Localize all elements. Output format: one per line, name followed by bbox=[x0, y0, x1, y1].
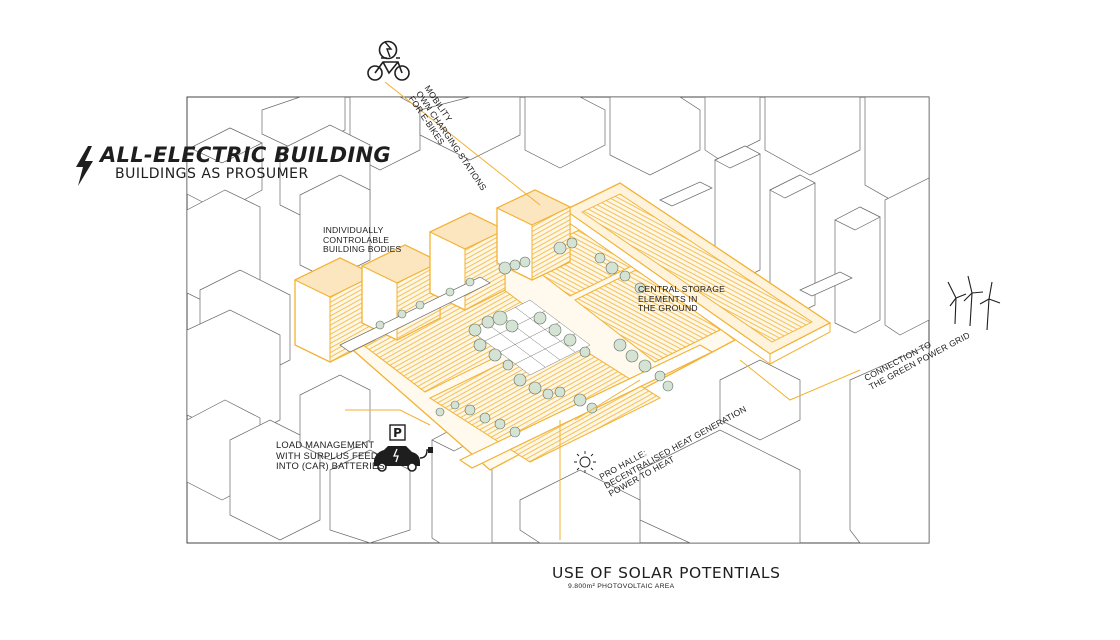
heat-sun-icon bbox=[574, 451, 596, 473]
wind-turbines-icon bbox=[947, 275, 1001, 331]
leader-lines bbox=[345, 81, 861, 540]
project-complex bbox=[293, 181, 853, 471]
solar-area-label: 9.800m² PHOTOVOLTAIC AREA bbox=[568, 583, 675, 590]
diagram-subtitle: BUILDINGS AS PROSUMER bbox=[115, 166, 309, 182]
parking-sign-icon: P bbox=[389, 424, 406, 441]
e-bike-icon bbox=[367, 40, 410, 81]
building-bodies-label: INDIVIDUALLY CONTROLABLE BUILDING BODIES bbox=[323, 225, 402, 255]
lightning-bolt-icon bbox=[76, 146, 93, 186]
solar-potentials-title: USE OF SOLAR POTENTIALS bbox=[552, 564, 781, 582]
load-management-label: LOAD MANAGEMENT WITH SURPLUS FEED INTO (… bbox=[276, 439, 385, 472]
trees bbox=[375, 237, 674, 438]
electric-car-icon bbox=[374, 446, 433, 472]
diagram-title: ALL-ELECTRIC BUILDING bbox=[100, 143, 391, 167]
context-buildings bbox=[187, 97, 929, 543]
parking-sign-label: P bbox=[393, 426, 402, 440]
storage-label: CENTRAL STORAGE ELEMENTS IN THE GROUND bbox=[638, 284, 726, 314]
